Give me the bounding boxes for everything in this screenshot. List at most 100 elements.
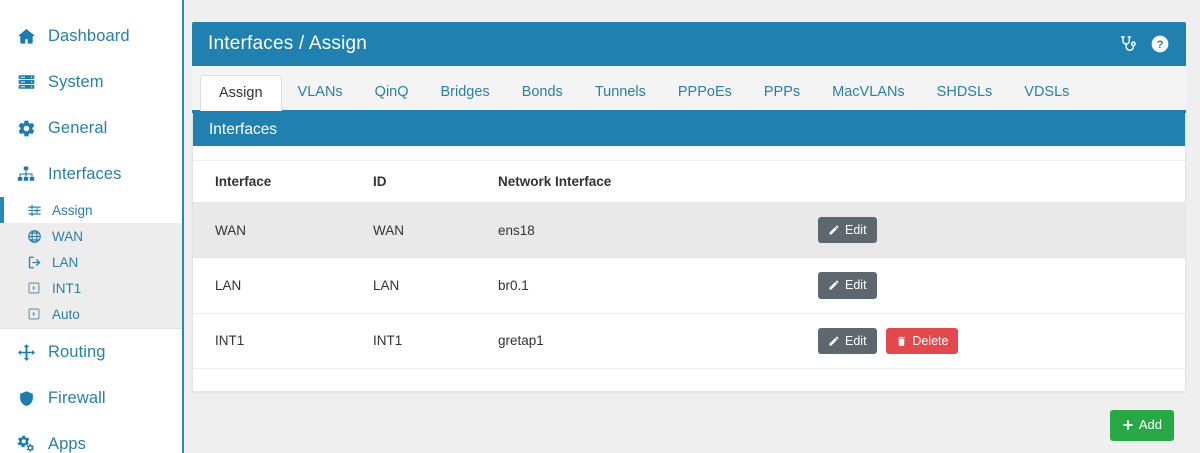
tab-shdsls[interactable]: SHDSLs <box>921 75 1009 110</box>
tab-pppoes[interactable]: PPPoEs <box>662 75 748 110</box>
cell-id: LAN <box>373 257 498 314</box>
pencil-icon <box>828 335 840 347</box>
sign-out-icon <box>22 255 46 270</box>
column-header-network-interface: Network Interface <box>498 160 818 203</box>
stethoscope-icon[interactable] <box>1119 35 1138 54</box>
sidebar-item-system[interactable]: System <box>0 59 182 105</box>
panel-title: Interfaces <box>193 113 1185 146</box>
tab-ppps[interactable]: PPPs <box>748 75 816 110</box>
cell-actions: Edit <box>818 257 1185 314</box>
shield-icon <box>12 389 40 408</box>
edit-button-label: Edit <box>845 223 867 237</box>
tab-label: Bridges <box>440 83 490 100</box>
sliders-icon <box>22 203 46 218</box>
footer-actions: Add <box>192 392 1186 441</box>
cell-id: WAN <box>373 202 498 259</box>
add-button[interactable]: Add <box>1109 409 1174 441</box>
sidebar-item-label: Dashboard <box>48 26 130 45</box>
tab-bridges[interactable]: Bridges <box>425 75 506 110</box>
interfaces-panel: Interfaces Interface ID Network Interfac… <box>192 113 1186 392</box>
tab-tunnels[interactable]: Tunnels <box>579 75 662 110</box>
sidebar: Dashboard System <box>0 0 184 453</box>
cell-network-interface: gretap1 <box>498 313 818 369</box>
column-header-interface: Interface <box>193 160 373 203</box>
tab-bar: Assign VLANs QinQ Bridges Bonds Tunnels … <box>192 66 1186 113</box>
sidebar-item-label: Assign <box>52 202 93 218</box>
cell-network-interface: br0.1 <box>498 257 818 314</box>
sidebar-item-label: INT1 <box>52 280 82 296</box>
main-content: Interfaces / Assign ? <box>184 0 1200 453</box>
plus-icon <box>1122 419 1134 431</box>
cell-interface: LAN <box>193 257 373 314</box>
server-icon <box>12 73 40 91</box>
sidebar-item-label: General <box>48 118 108 137</box>
edit-button[interactable]: Edit <box>818 217 877 244</box>
tab-label: PPPoEs <box>677 83 732 100</box>
edit-button-label: Edit <box>845 333 867 348</box>
sidebar-item-int1[interactable]: INT1 <box>0 275 182 301</box>
globe-icon <box>22 229 46 244</box>
tab-label: Assign <box>219 84 263 101</box>
sidebar-item-auto[interactable]: Auto <box>0 301 182 327</box>
sidebar-item-wan[interactable]: WAN <box>0 223 182 249</box>
sidebar-item-label: WAN <box>52 228 83 244</box>
edit-button[interactable]: Edit <box>818 272 877 299</box>
table-row: LAN LAN br0.1 Edit <box>193 257 1185 314</box>
help-circle-icon[interactable]: ? <box>1150 34 1170 54</box>
square-caret-right-icon <box>22 307 46 321</box>
page-header-icons: ? <box>1119 34 1170 54</box>
page-header: Interfaces / Assign ? <box>192 22 1186 66</box>
page-title: Interfaces / Assign <box>208 33 368 54</box>
sidebar-submenu-interfaces: Assign WAN <box>0 197 182 329</box>
cell-actions: Edit <box>818 202 1185 259</box>
delete-button[interactable]: Delete <box>886 327 959 354</box>
delete-button-label: Delete <box>912 333 949 348</box>
square-caret-right-icon <box>22 281 46 295</box>
sidebar-item-label: Apps <box>48 434 87 453</box>
sidebar-item-label: Interfaces <box>48 164 122 183</box>
tab-label: SHDSLs <box>936 83 993 100</box>
sidebar-item-label: System <box>48 72 104 91</box>
sidebar-item-dashboard[interactable]: Dashboard <box>0 13 182 59</box>
sidebar-item-general[interactable]: General <box>0 105 182 151</box>
edit-button[interactable]: Edit <box>818 327 877 354</box>
sidebar-item-assign[interactable]: Assign <box>0 197 182 223</box>
tab-label: Bonds <box>521 83 563 100</box>
table-header-row: Interface ID Network Interface <box>193 160 1185 203</box>
table-row: WAN WAN ens18 Edit <box>193 202 1185 259</box>
table-row: INT1 INT1 gretap1 Edit <box>193 313 1185 369</box>
trash-icon <box>896 335 907 347</box>
column-header-actions <box>818 160 1185 203</box>
sidebar-item-label: Routing <box>48 342 106 361</box>
tab-vdsls[interactable]: VDSLs <box>1008 75 1085 110</box>
tab-label: Tunnels <box>594 83 646 100</box>
tab-assign[interactable]: Assign <box>200 74 282 111</box>
cell-interface: WAN <box>193 202 373 259</box>
gear-icon <box>12 119 40 138</box>
svg-text:?: ? <box>1157 39 1164 51</box>
sidebar-item-interfaces[interactable]: Interfaces <box>0 151 182 197</box>
add-button-label: Add <box>1138 416 1162 432</box>
tab-qinq[interactable]: QinQ <box>359 75 425 110</box>
cell-interface: INT1 <box>193 313 373 369</box>
tab-bonds[interactable]: Bonds <box>506 75 579 110</box>
sidebar-item-label: Auto <box>52 306 80 322</box>
pencil-icon <box>828 279 840 291</box>
tab-label: VLANs <box>297 83 343 100</box>
sidebar-item-lan[interactable]: LAN <box>0 249 182 275</box>
sidebar-item-apps[interactable]: Apps <box>0 421 182 453</box>
tab-label: VDSLs <box>1024 83 1070 100</box>
tab-macvlans[interactable]: MacVLANs <box>816 75 921 110</box>
cogs-icon <box>12 435 40 453</box>
pencil-icon <box>828 224 840 236</box>
tab-vlans[interactable]: VLANs <box>282 75 359 110</box>
cell-network-interface: ens18 <box>498 202 818 259</box>
sidebar-item-routing[interactable]: Routing <box>0 329 182 375</box>
edit-button-label: Edit <box>845 278 867 293</box>
sidebar-item-label: LAN <box>52 254 79 270</box>
sidebar-item-firewall[interactable]: Firewall <box>0 375 182 421</box>
tab-label: PPPs <box>763 83 801 100</box>
cell-id: INT1 <box>373 313 498 369</box>
arrows-move-icon <box>12 343 40 362</box>
